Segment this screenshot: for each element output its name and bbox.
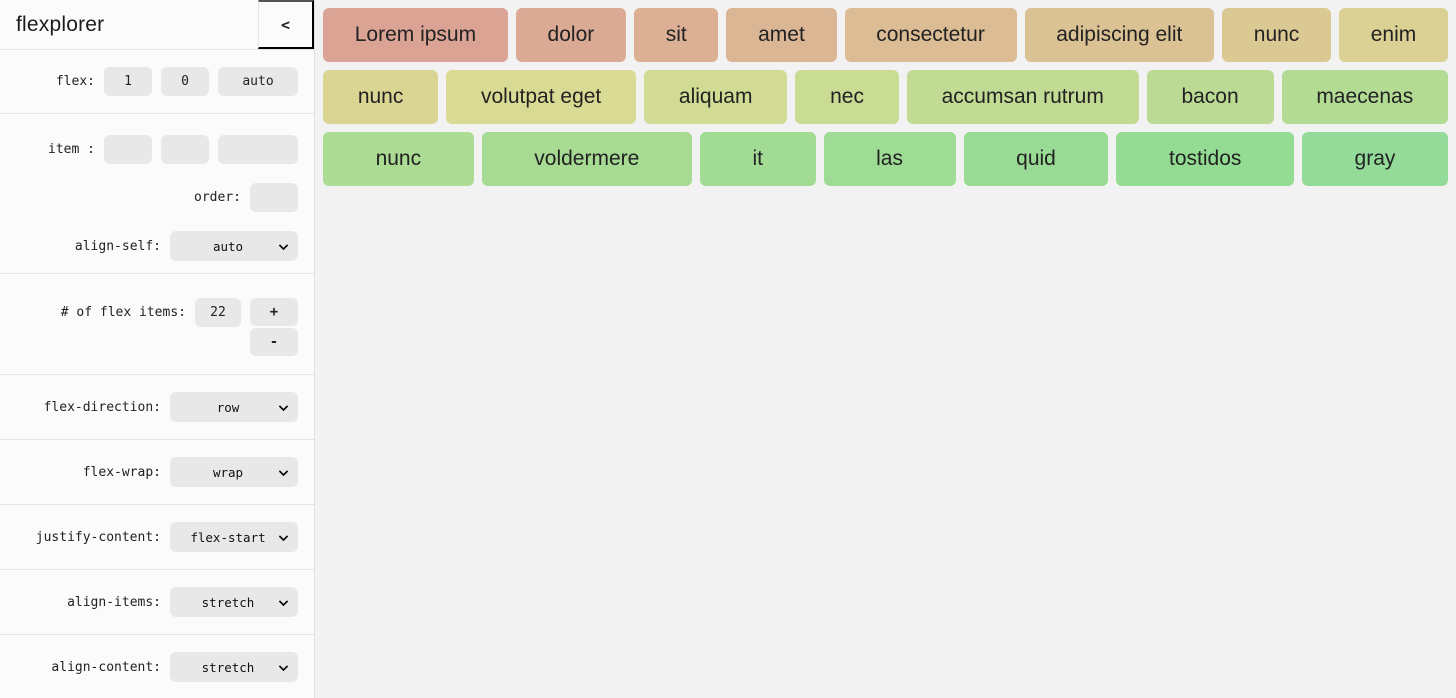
flex-item[interactable]: it — [699, 132, 816, 186]
chevron-down-icon — [278, 661, 289, 672]
count-label: # of flex items: — [60, 305, 186, 320]
align-items-section: align-items: stretch — [0, 570, 314, 635]
item-section: item : order: align-self: auto — [0, 114, 314, 274]
add-item-button[interactable]: + — [250, 298, 298, 326]
item-grow-input[interactable] — [104, 135, 152, 164]
flex-direction-label: flex-direction: — [43, 399, 161, 415]
item-basis-input[interactable] — [218, 135, 298, 164]
align-content-section: align-content: stretch — [0, 635, 314, 698]
flex-item[interactable]: sit — [633, 8, 719, 62]
chevron-down-icon — [278, 531, 289, 542]
chevron-down-icon — [278, 596, 289, 607]
flex-item[interactable]: nec — [795, 70, 899, 124]
flex-direction-section: flex-direction: row — [0, 375, 314, 440]
chevron-down-icon — [278, 240, 289, 251]
align-items-select[interactable]: stretch — [170, 587, 298, 617]
align-items-label: align-items: — [67, 594, 161, 610]
chevron-down-icon — [278, 466, 289, 477]
order-label: order: — [194, 190, 241, 205]
item-label: item : — [48, 142, 95, 157]
remove-item-button[interactable]: - — [250, 328, 298, 356]
flex-item[interactable]: accumsan rutrum — [906, 70, 1139, 124]
order-input[interactable] — [250, 183, 298, 212]
flex-item[interactable]: aliquam — [644, 70, 788, 124]
sidebar-header: flexplorer < — [0, 0, 314, 50]
sidebar-collapse-button[interactable]: < — [258, 0, 314, 49]
flex-direction-value: row — [216, 399, 240, 415]
align-content-select[interactable]: stretch — [170, 652, 298, 682]
flex-label: flex: — [55, 74, 95, 89]
flex-item[interactable]: bacon — [1146, 70, 1274, 124]
app-title: flexplorer — [16, 12, 105, 36]
align-content-value: stretch — [201, 659, 255, 675]
flex-direction-select[interactable]: row — [170, 392, 298, 422]
flex-item[interactable]: amet — [726, 8, 837, 62]
minus-icon: - — [269, 334, 279, 350]
flex-grow-input[interactable] — [104, 67, 152, 96]
align-self-select[interactable]: auto — [170, 231, 298, 261]
justify-content-value: flex-start — [190, 529, 266, 545]
chevron-left-icon: < — [280, 15, 291, 34]
flex-item[interactable]: volutpat eget — [446, 70, 637, 124]
item-shrink-input[interactable] — [161, 135, 209, 164]
align-self-label: align-self: — [74, 238, 161, 254]
flex-wrap-label: flex-wrap: — [82, 464, 161, 480]
flex-item[interactable]: quid — [963, 132, 1109, 186]
count-section: # of flex items: + - — [0, 274, 314, 375]
flex-wrap-value: wrap — [212, 464, 244, 480]
count-stepper: + - — [250, 298, 298, 356]
flex-wrap-section: flex-wrap: wrap — [0, 440, 314, 505]
flex-item[interactable]: Lorem ipsum — [323, 8, 508, 62]
justify-content-label: justify-content: — [35, 529, 161, 545]
flex-item[interactable]: las — [823, 132, 956, 186]
flex-item[interactable]: enim — [1339, 8, 1448, 62]
justify-content-select[interactable]: flex-start — [170, 522, 298, 552]
plus-icon: + — [269, 304, 279, 320]
flex-item[interactable]: nunc — [1222, 8, 1332, 62]
flex-item[interactable]: maecenas — [1281, 70, 1449, 124]
flex-item[interactable]: adipiscing elit — [1024, 8, 1215, 62]
chevron-down-icon — [278, 401, 289, 412]
flex-item[interactable]: dolor — [515, 8, 626, 62]
flex-basis-input[interactable] — [218, 67, 298, 96]
justify-content-section: justify-content: flex-start — [0, 505, 314, 570]
flex-item[interactable]: nunc — [323, 70, 439, 124]
align-self-value: auto — [212, 238, 244, 254]
align-content-label: align-content: — [51, 659, 161, 675]
flex-item[interactable]: tostidos — [1116, 132, 1294, 186]
flex-item[interactable]: consectetur — [844, 8, 1017, 62]
flex-section: flex: — [0, 50, 314, 114]
flex-item-count-input[interactable] — [195, 298, 241, 327]
align-items-value: stretch — [201, 594, 255, 610]
flex-wrap-select[interactable]: wrap — [170, 457, 298, 487]
sidebar: flexplorer < flex: item : order: align-s… — [0, 0, 315, 698]
flex-shrink-input[interactable] — [161, 67, 209, 96]
flex-item[interactable]: gray — [1301, 132, 1448, 186]
flex-item[interactable]: nunc — [323, 132, 474, 186]
flex-item[interactable]: voldermere — [481, 132, 692, 186]
